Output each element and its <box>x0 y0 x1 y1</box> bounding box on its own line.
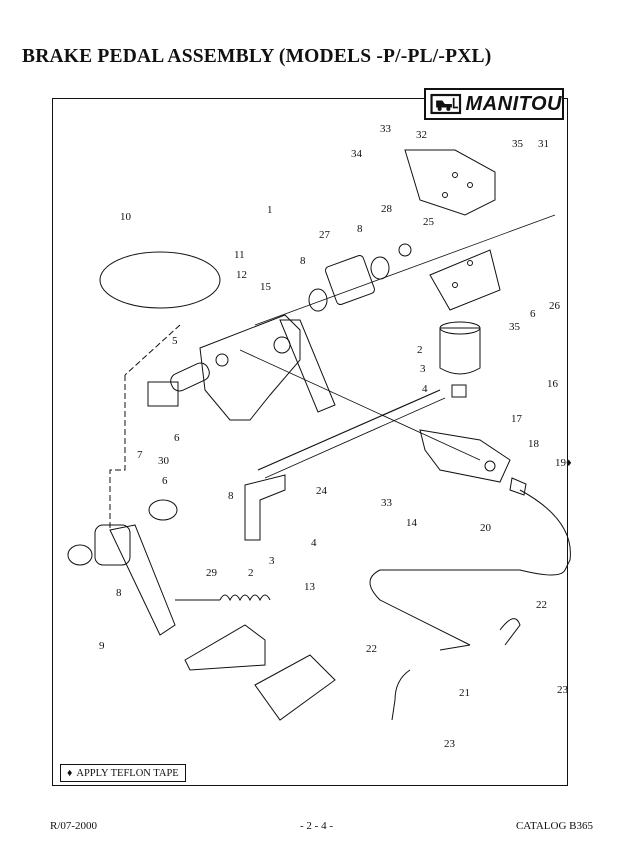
callout-label: 17 <box>511 413 523 425</box>
callout-label: 1 <box>267 204 273 216</box>
callout-label: 28 <box>381 203 393 215</box>
callout-label: 27 <box>319 229 331 241</box>
footer-catalog: CATALOG B365 <box>515 820 593 832</box>
callout-label: 32 <box>416 129 427 141</box>
callout-label: 14 <box>406 517 418 529</box>
callout-label: 7 <box>137 449 143 461</box>
callout-label: 19♦ <box>555 457 572 469</box>
callout-label: 34 <box>351 148 363 160</box>
callout-label: 4 <box>311 537 317 549</box>
diamond-icon: ♦ <box>67 767 73 779</box>
callout-label: 2 <box>417 344 423 356</box>
callout-label: 21 <box>459 687 470 699</box>
footer-revision: R/07-2000 <box>50 820 98 832</box>
callout-label: 24 <box>316 485 328 497</box>
callout-label: 23 <box>557 684 569 696</box>
forklift-icon <box>430 93 462 115</box>
callout-label: 3 <box>420 363 426 375</box>
brand-logo: MANITOU <box>424 88 564 120</box>
callout-label: 33 <box>381 497 393 509</box>
page-title: BRAKE PEDAL ASSEMBLY (MODELS -P/-PL/-PXL… <box>22 46 492 67</box>
callout-label: 18 <box>528 438 540 450</box>
callout-label: 22 <box>536 599 547 611</box>
callout-label: 35 <box>512 138 524 150</box>
callout-label: 29 <box>206 567 218 579</box>
callout-label: 23 <box>444 738 456 750</box>
callout-label: 2 <box>248 567 254 579</box>
callout-label: 12 <box>236 269 247 281</box>
callout-label: 8 <box>357 223 363 235</box>
callout-label: 10 <box>120 211 132 223</box>
callout-label: 6 <box>162 475 168 487</box>
part-callouts: 33 32 35 31 34 10 28 25 1 27 8 11 12 15 … <box>99 123 572 750</box>
callout-label: 35 <box>509 321 521 333</box>
diagram-frame <box>52 98 568 786</box>
callout-label: 25 <box>423 216 435 228</box>
callout-label: 20 <box>480 522 492 534</box>
callout-label: 26 <box>549 300 561 312</box>
legend-text: APPLY TEFLON TAPE <box>76 767 179 779</box>
callout-label: 6 <box>174 432 180 444</box>
callout-label: 30 <box>158 455 170 467</box>
callout-label: 8 <box>300 255 306 267</box>
callout-label: 11 <box>234 249 245 261</box>
callout-label: 15 <box>260 281 272 293</box>
callout-label: 8 <box>228 490 234 502</box>
callout-label: 16 <box>547 378 559 390</box>
footer-page-number: - 2 - 4 - <box>300 820 333 832</box>
callout-label: 22 <box>366 643 377 655</box>
callout-label: 33 <box>380 123 392 135</box>
callout-label: 5 <box>172 335 178 347</box>
legend-box: ♦ APPLY TEFLON TAPE <box>60 764 186 782</box>
callout-label: 4 <box>422 383 428 395</box>
brand-name: MANITOU <box>465 92 562 115</box>
callout-label: 13 <box>304 581 316 593</box>
callout-label: 3 <box>269 555 275 567</box>
callout-label: 6 <box>530 308 536 320</box>
callout-label: 8 <box>116 587 122 599</box>
callout-label: 31 <box>538 138 549 150</box>
callout-label: 9 <box>99 640 105 652</box>
